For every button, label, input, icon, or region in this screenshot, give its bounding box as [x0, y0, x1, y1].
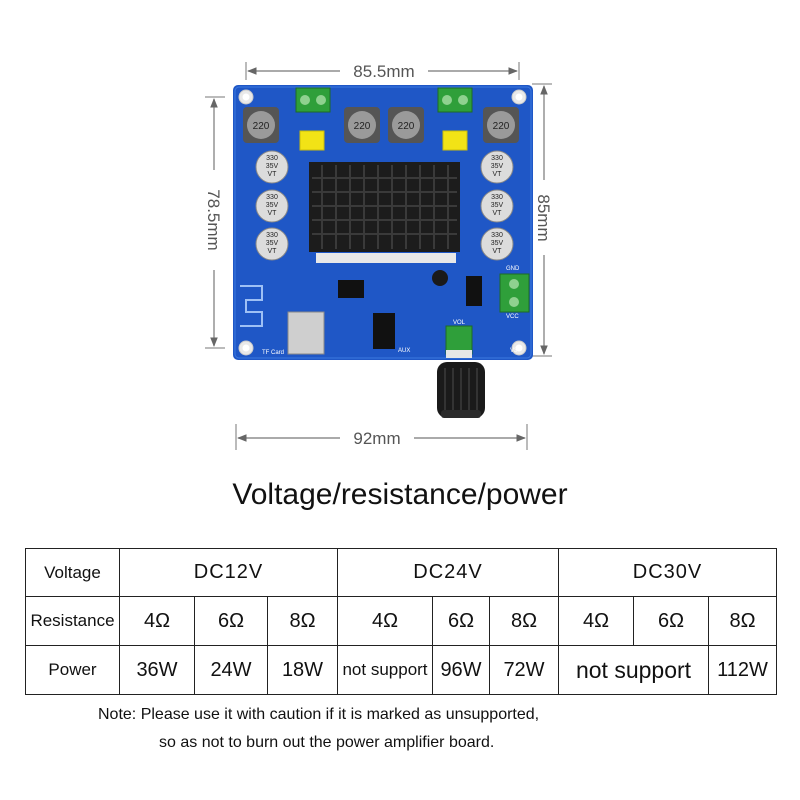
gnd-label: GND — [506, 266, 520, 272]
svg-text:330: 330 — [266, 155, 278, 162]
dimension-right: 85mm — [532, 83, 553, 357]
svg-text:VT: VT — [268, 248, 278, 255]
svg-text:220: 220 — [253, 121, 270, 132]
speaker-terminal-icon — [295, 87, 473, 113]
power-cell: 18W — [267, 645, 338, 695]
svg-text:330: 330 — [491, 194, 503, 201]
dimension-bottom-label: 92mm — [353, 429, 400, 448]
dimension-left-label: 78.5mm — [204, 189, 223, 250]
amplifier-board-figure: 85.5mm 78.5mm 85mm 92mm — [204, 62, 553, 450]
resistance-cell: 8Ω — [708, 596, 777, 646]
svg-text:330: 330 — [266, 194, 278, 201]
heatsink-icon — [309, 162, 460, 263]
resistance-cell: 6Ω — [432, 596, 490, 646]
svg-text:VT: VT — [493, 171, 503, 178]
yellow-capacitor-icon — [299, 130, 468, 151]
resistance-cell: 8Ω — [267, 596, 338, 646]
note-line: so as not to burn out the power amplifie… — [159, 734, 495, 751]
dimension-top: 85.5mm — [245, 62, 520, 81]
tf-card-slot-icon — [287, 311, 325, 355]
row-header-power: Power — [25, 645, 120, 695]
power-cell: 72W — [489, 645, 559, 695]
voltage-cell: DC30V — [558, 548, 777, 597]
power-cell: 24W — [194, 645, 268, 695]
dimension-right-label: 85mm — [534, 194, 553, 241]
chip-icon — [466, 276, 482, 306]
resistance-cell: 6Ω — [194, 596, 268, 646]
inductor-icon: 220 220 220 220 — [243, 107, 519, 143]
power-cell: 112W — [708, 645, 777, 695]
dimension-bottom: 92mm — [235, 424, 528, 450]
pcb-board: 220 220 220 220 330 35V VT 330 35V VT 33… — [233, 85, 533, 418]
note-line: Note: Please use it with caution if it i… — [98, 706, 540, 723]
dimension-left: 78.5mm — [204, 96, 225, 349]
volume-knob-icon — [437, 325, 485, 418]
aux-jack-icon — [373, 313, 395, 349]
svg-text:35V: 35V — [266, 240, 279, 247]
svg-text:VT: VT — [268, 171, 278, 178]
svg-text:VT: VT — [493, 210, 503, 217]
capacitor-icon — [432, 270, 448, 286]
svg-text:35V: 35V — [266, 202, 279, 209]
electrolytic-capacitor-icon: 330 35V VT 330 35V VT 330 35V VT 330 35V… — [255, 150, 514, 261]
svg-text:VT: VT — [493, 248, 503, 255]
resistance-cell: 6Ω — [633, 597, 708, 645]
power-not-supported-cell: not support — [558, 645, 709, 695]
resistance-cell: 4Ω — [582, 610, 610, 632]
svg-text:220: 220 — [398, 121, 415, 132]
svg-text:220: 220 — [493, 121, 510, 132]
svg-text:330: 330 — [491, 232, 503, 239]
tf-card-label: TF Card — [262, 350, 284, 356]
spec-table: Voltage DC12V DC24V DC30V Resistance 4Ω … — [25, 548, 777, 695]
svg-text:330: 330 — [266, 232, 278, 239]
voltage-cell: DC12V — [119, 548, 338, 597]
aux-label: AUX — [398, 348, 410, 354]
resistance-pair-cell: 4Ω 6Ω — [558, 596, 709, 646]
page-title: Voltage/resistance/power — [232, 478, 568, 511]
table-row: Voltage DC12V DC24V DC30V — [25, 548, 777, 597]
chip-icon — [338, 280, 364, 298]
table-row: Power 36W 24W 18W not support 96W 72W no… — [25, 645, 777, 695]
resistance-cell: 4Ω — [119, 596, 195, 646]
svg-text:35V: 35V — [266, 163, 279, 170]
svg-text:35V: 35V — [491, 163, 504, 170]
resistance-cell: 4Ω — [337, 596, 433, 646]
svg-text:330: 330 — [491, 155, 503, 162]
row-header-voltage: Voltage — [25, 548, 120, 597]
voltage-cell: DC24V — [337, 548, 559, 597]
vol-label: VOL — [453, 320, 466, 326]
power-cell: 36W — [119, 645, 195, 695]
row-header-resistance: Resistance — [25, 596, 120, 646]
svg-text:35V: 35V — [491, 240, 504, 247]
vcc-label: VCC — [506, 314, 519, 320]
svg-text:VT: VT — [268, 210, 278, 217]
dimension-top-label: 85.5mm — [353, 62, 414, 81]
version-label: V3 — [510, 348, 518, 354]
resistance-cell: 8Ω — [489, 596, 559, 646]
power-not-supported-cell: not support — [337, 645, 433, 695]
svg-text:220: 220 — [354, 121, 371, 132]
power-cell: 96W — [432, 645, 490, 695]
mounting-hole-icon — [238, 89, 527, 356]
bluetooth-antenna-icon — [240, 285, 263, 327]
svg-text:35V: 35V — [491, 202, 504, 209]
